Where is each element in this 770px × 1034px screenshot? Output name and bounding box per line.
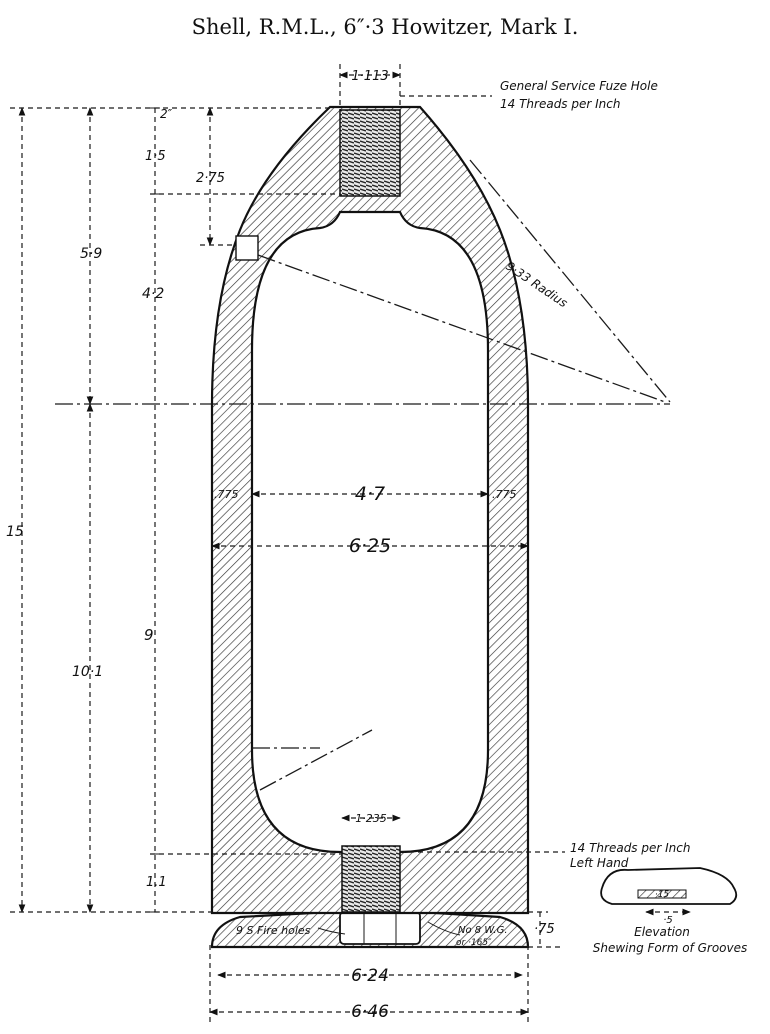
- fire-holes-leader: [317, 927, 346, 935]
- fuze-note-line2: 14 Threads per Inch: [500, 97, 620, 111]
- groove-elevation: [600, 867, 738, 905]
- head-cavity-label: 2·75: [196, 171, 225, 186]
- groove-width-label: ·15: [655, 890, 670, 900]
- inner-diameter-label: 4·7: [355, 483, 385, 505]
- radius-line: [257, 254, 666, 403]
- dim-ticks: [85, 107, 160, 913]
- cavity-centre-mark: [259, 729, 373, 791]
- wire-gauge-line2: or ·165″: [456, 938, 492, 948]
- groove-pitch-label: ·5: [663, 915, 673, 926]
- drawing-title: Shell, R.M.L., 6″·3 Howitzer, Mark I.: [192, 15, 579, 39]
- fuze-note-line1: General Service Fuze Hole: [500, 79, 658, 93]
- body-inner-label: 9: [144, 626, 154, 644]
- gas-check-height-label: ·75: [534, 922, 555, 937]
- head-inner-label: 4·2: [142, 286, 164, 302]
- wire-leader: [427, 921, 461, 936]
- elevation-line1: Elevation: [634, 925, 690, 939]
- shell-cavity: [250, 210, 490, 854]
- base-threads-line1: 14 Threads per Inch: [570, 841, 690, 855]
- body-length-label: 10·1: [72, 664, 103, 680]
- fuze-hole-threads: [339, 109, 401, 197]
- overall-length-label: 15: [6, 524, 24, 540]
- fuze-hole-width-label: 1·113: [351, 69, 388, 84]
- top-offset-label: 2″: [160, 107, 173, 121]
- fire-holes-label: 9 S Fire holes: [236, 924, 311, 937]
- base-thickness-label: 1.1: [146, 875, 167, 890]
- fuze-depth-label: 1·5: [145, 149, 166, 164]
- gas-check-max-label: 6·46: [351, 1002, 389, 1022]
- wall-left-label: .775: [214, 488, 239, 501]
- base-threads-line2: Left Hand: [570, 856, 629, 870]
- side-hole: [235, 235, 259, 261]
- wire-gauge-line1: No 8 W.G.: [458, 925, 508, 936]
- gas-check-label: 6·24: [351, 966, 389, 986]
- elevation-line2: Shewing Form of Grooves: [593, 941, 748, 955]
- base-hole-threads: [341, 845, 401, 913]
- base-plug: [339, 911, 421, 945]
- base-hole-label: 1·235: [355, 812, 387, 825]
- diameter-label: 6·25: [349, 535, 391, 557]
- head-total-label: 5·9: [80, 246, 102, 262]
- radius-line-head: [469, 159, 671, 403]
- groove-mark: [637, 889, 687, 899]
- wall-right-label: .775: [492, 488, 517, 501]
